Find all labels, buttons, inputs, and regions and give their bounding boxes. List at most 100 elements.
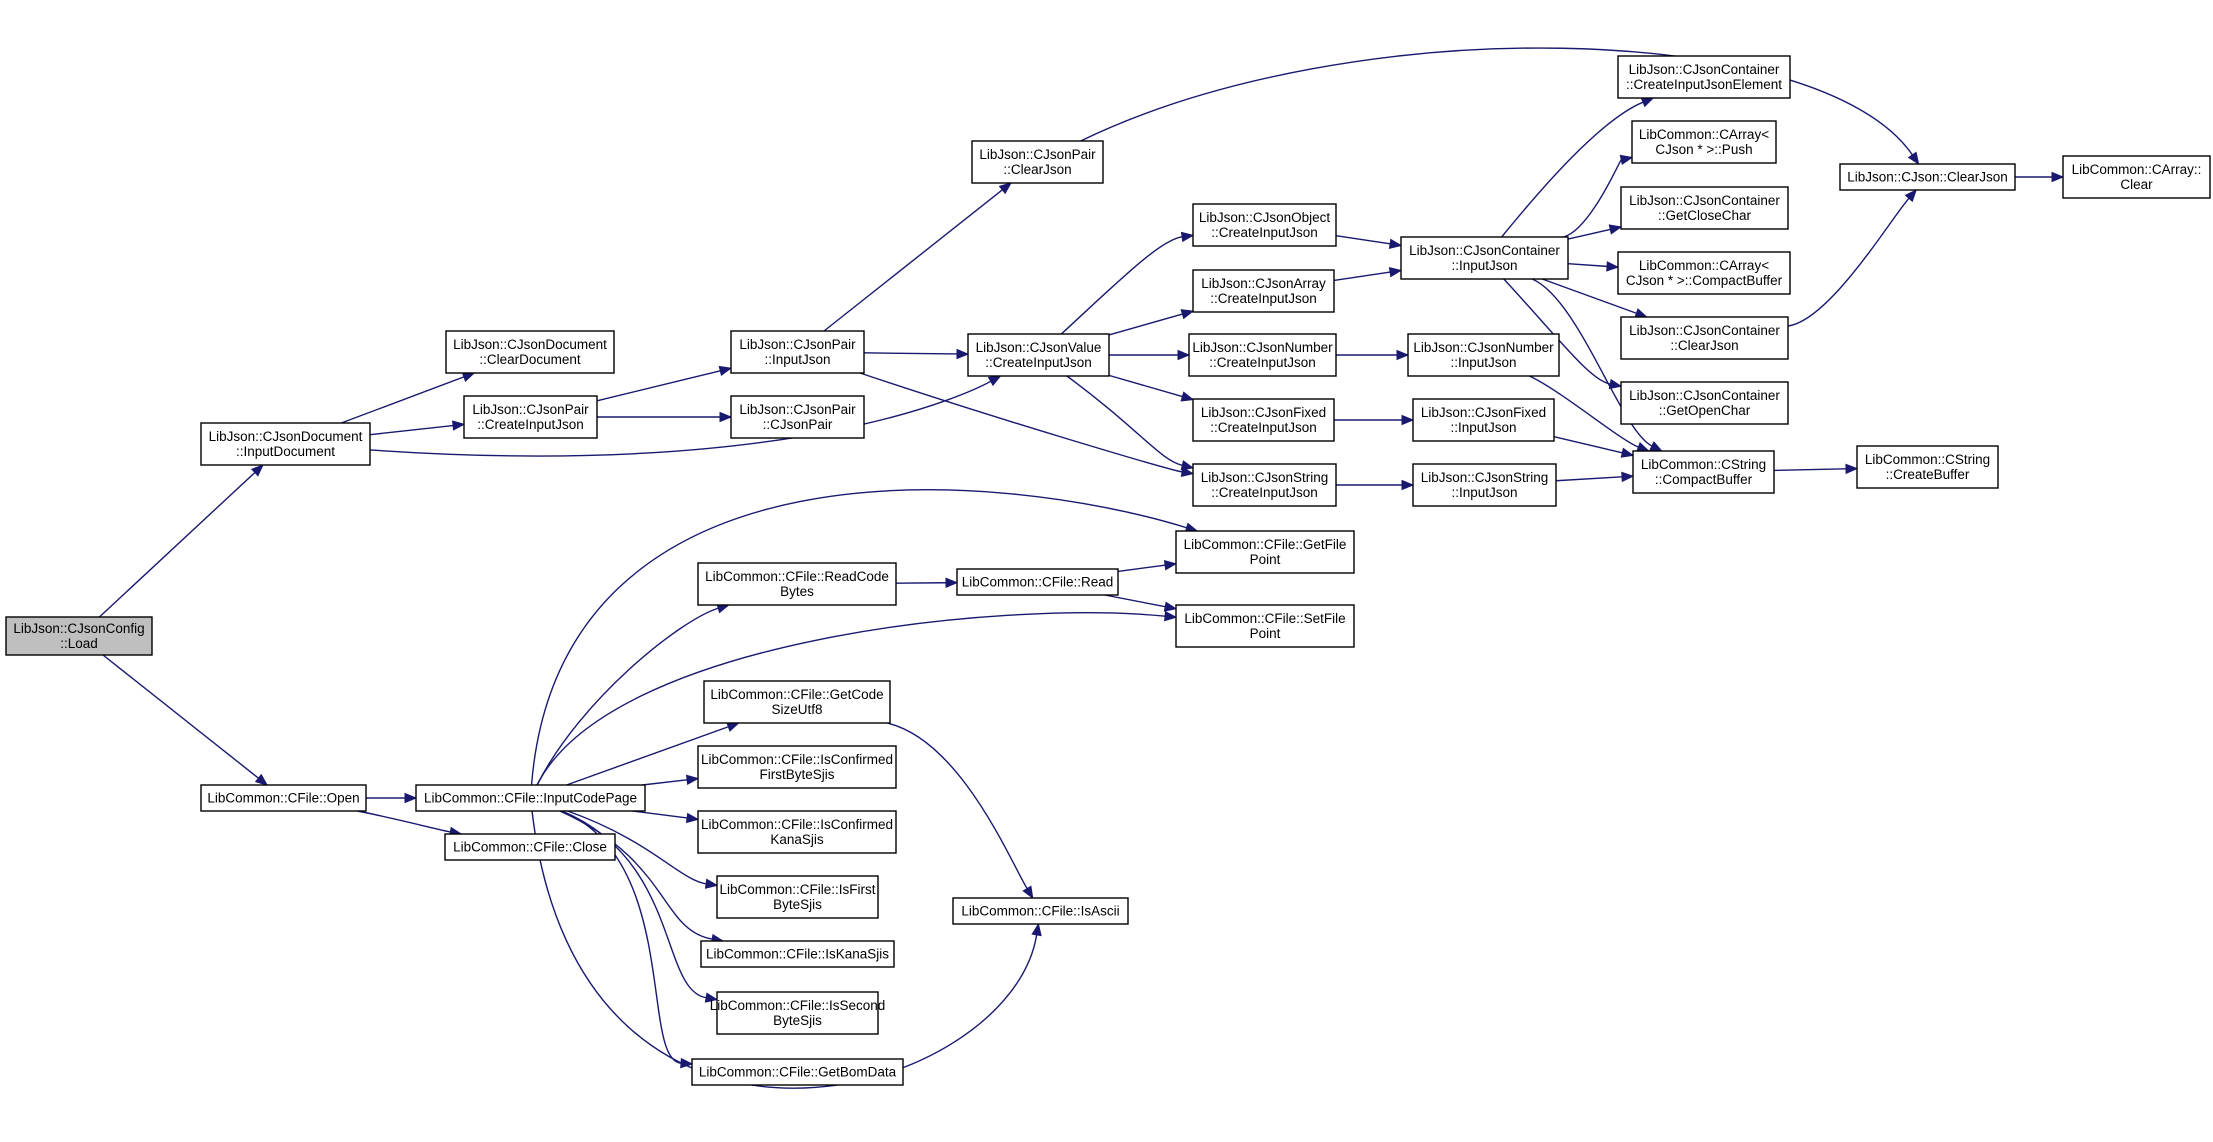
node-number_createinputjson[interactable]: LibJson::CJsonNumber::CreateInputJson xyxy=(1188,333,1337,377)
node-label-line: LibCommon::CArray< xyxy=(1639,127,1769,142)
edge-inputdocument-to-cleardocument xyxy=(341,372,476,424)
node-label-line: ::CreateInputJson xyxy=(1211,225,1318,240)
node-cfile_getbomdata[interactable]: LibCommon::CFile::GetBomData xyxy=(691,1058,904,1086)
node-label-line: LibCommon::CString xyxy=(1641,457,1766,472)
edge-pair_inputjson-to-value_createinputjson xyxy=(863,348,970,360)
edge-inputdocument-to-pair_createinputjson xyxy=(369,420,466,436)
node-label-line: ::ClearJson xyxy=(1670,338,1738,353)
arrowhead-icon xyxy=(1031,922,1042,937)
arrowhead-icon xyxy=(1388,266,1403,278)
arrowhead-icon xyxy=(1621,471,1635,483)
edge-line xyxy=(1503,278,1611,385)
arrowhead-icon xyxy=(1620,447,1635,458)
node-label-line: LibJson::CJsonPair xyxy=(739,402,856,417)
node-label-line: KanaSjis xyxy=(770,832,824,847)
node-carray_push[interactable]: LibCommon::CArray<CJson * >::Push xyxy=(1631,120,1777,164)
node-box xyxy=(716,875,879,919)
arrowhead-icon xyxy=(719,411,733,423)
node-container_getclosechar[interactable]: LibJson::CJsonContainer::GetCloseChar xyxy=(1620,186,1789,230)
node-cfile_read[interactable]: LibCommon::CFile::Read xyxy=(956,568,1119,596)
arrowhead-icon xyxy=(1180,231,1195,243)
node-label-line: ::ClearJson xyxy=(1003,162,1071,177)
node-box xyxy=(1412,463,1557,507)
node-carray_clear[interactable]: LibCommon::CArray::Clear xyxy=(2062,155,2211,199)
edge-line xyxy=(559,810,713,940)
node-box xyxy=(1620,186,1789,230)
node-label-line: ::InputJson xyxy=(1450,420,1516,435)
node-box xyxy=(703,680,891,724)
node-cstring_createbuffer[interactable]: LibCommon::CString::CreateBuffer xyxy=(1856,445,1999,489)
node-cfile_isconfirmedfirstbytesjis[interactable]: LibCommon::CFile::IsConfirmedFirstByteSj… xyxy=(697,745,897,789)
node-load[interactable]: LibJson::CJsonConfig::Load xyxy=(5,616,153,656)
arrowhead-icon xyxy=(1163,560,1178,571)
node-label-line: LibCommon::CFile::IsKanaSjis xyxy=(706,947,889,962)
node-carray_compactbuffer[interactable]: LibCommon::CArray<CJson * >::CompactBuff… xyxy=(1617,251,1791,295)
edge-line xyxy=(1563,159,1622,238)
node-label-line: LibCommon::CFile::IsFirst xyxy=(719,882,875,897)
node-label-line: ::GetCloseChar xyxy=(1658,208,1752,223)
node-box xyxy=(967,333,1110,377)
edge-container_inputjson-to-container_getclosechar xyxy=(1567,224,1623,240)
edge-line xyxy=(1060,236,1183,335)
node-cfile_open[interactable]: LibCommon::CFile::Open xyxy=(200,784,367,812)
node-pair_createinputjson[interactable]: LibJson::CJsonPair::CreateInputJson xyxy=(463,395,598,439)
node-cfile_iskanasjis[interactable]: LibCommon::CFile::IsKanaSjis xyxy=(700,940,895,968)
node-box xyxy=(200,422,371,466)
node-label-line: ::CreateInputJson xyxy=(985,355,1092,370)
edge-line xyxy=(1529,375,1639,448)
edge-pair_createinputjson-to-pair_cjsonpair xyxy=(597,411,733,423)
node-cstring_compactbuffer[interactable]: LibCommon::CString::CompactBuffer xyxy=(1632,450,1775,494)
node-label-line: ::GetOpenChar xyxy=(1659,403,1751,418)
node-label-line: LibJson::CJsonPair xyxy=(979,147,1096,162)
node-pair_cjsonpair[interactable]: LibJson::CJsonPair::CJsonPair xyxy=(730,395,865,439)
node-string_inputjson[interactable]: LibJson::CJsonString::InputJson xyxy=(1412,463,1557,507)
node-cleardocument[interactable]: LibJson::CJsonDocument::ClearDocument xyxy=(445,330,615,374)
node-label-line: LibJson::CJsonNumber xyxy=(1413,340,1554,355)
arrowhead-icon xyxy=(1907,151,1920,166)
node-box xyxy=(1175,530,1355,574)
node-box xyxy=(200,784,367,812)
arrowhead-icon xyxy=(1845,463,1859,475)
edge-line xyxy=(886,722,1028,889)
edge-cfile_open-to-cfile_inputcodepage xyxy=(366,792,418,804)
edge-fixed_createinputjson-to-fixed_inputjson xyxy=(1334,414,1415,426)
edge-line xyxy=(1773,468,1847,472)
node-cjson_clearjson[interactable]: LibJson::CJson::ClearJson xyxy=(1839,163,2016,191)
node-fixed_inputjson[interactable]: LibJson::CJsonFixed::InputJson xyxy=(1412,398,1555,442)
node-fixed_createinputjson[interactable]: LibJson::CJsonFixed::CreateInputJson xyxy=(1192,398,1335,442)
edge-cfile_open-to-cfile_close xyxy=(357,810,463,838)
arrowhead-icon xyxy=(451,420,466,431)
node-inputdocument[interactable]: LibJson::CJsonDocument::InputDocument xyxy=(200,422,371,466)
node-cfile_close[interactable]: LibCommon::CFile::Close xyxy=(444,833,616,861)
node-pair_clearjson[interactable]: LibJson::CJsonPair::ClearJson xyxy=(971,140,1104,184)
arrowhead-icon xyxy=(1904,189,1918,203)
node-string_createinputjson[interactable]: LibJson::CJsonString::CreateInputJson xyxy=(1192,463,1337,507)
node-pair_inputjson[interactable]: LibJson::CJsonPair::InputJson xyxy=(730,330,865,374)
edge-cfile_inputcodepage-to-cfile_getfilepoint xyxy=(530,489,1199,786)
node-number_inputjson[interactable]: LibJson::CJsonNumber::InputJson xyxy=(1407,333,1560,377)
node-container_clearjson[interactable]: LibJson::CJsonContainer::ClearJson xyxy=(1620,316,1789,360)
node-cfile_inputcodepage[interactable]: LibCommon::CFile::InputCodePage xyxy=(415,784,646,812)
node-container_inputjson[interactable]: LibJson::CJsonContainer::InputJson xyxy=(1400,236,1569,280)
arrowhead-icon xyxy=(1163,601,1178,612)
node-label-line: LibJson::CJsonString xyxy=(1201,470,1329,485)
node-array_createinputjson[interactable]: LibJson::CJsonArray::CreateInputJson xyxy=(1192,269,1335,313)
nodes-layer: LibJson::CJsonConfig::Load LibJson::CJson… xyxy=(5,55,2211,1086)
node-cfile_isascii[interactable]: LibCommon::CFile::IsAscii xyxy=(952,897,1129,925)
node-label-line: CJson * >::Push xyxy=(1655,142,1752,157)
node-container_createinputjsonelement[interactable]: LibJson::CJsonContainer::CreateInputJson… xyxy=(1617,55,1791,99)
node-container_getopenchar[interactable]: LibJson::CJsonContainer::GetOpenChar xyxy=(1620,381,1789,425)
edge-line xyxy=(632,810,688,819)
arrowhead-icon xyxy=(704,992,719,1003)
node-label-line: LibCommon::CFile::IsConfirmed xyxy=(701,752,893,767)
node-value_createinputjson[interactable]: LibJson::CJsonValue::CreateInputJson xyxy=(967,333,1110,377)
node-object_createinputjson[interactable]: LibJson::CJsonObject::CreateInputJson xyxy=(1192,203,1337,247)
node-box xyxy=(2062,155,2211,199)
